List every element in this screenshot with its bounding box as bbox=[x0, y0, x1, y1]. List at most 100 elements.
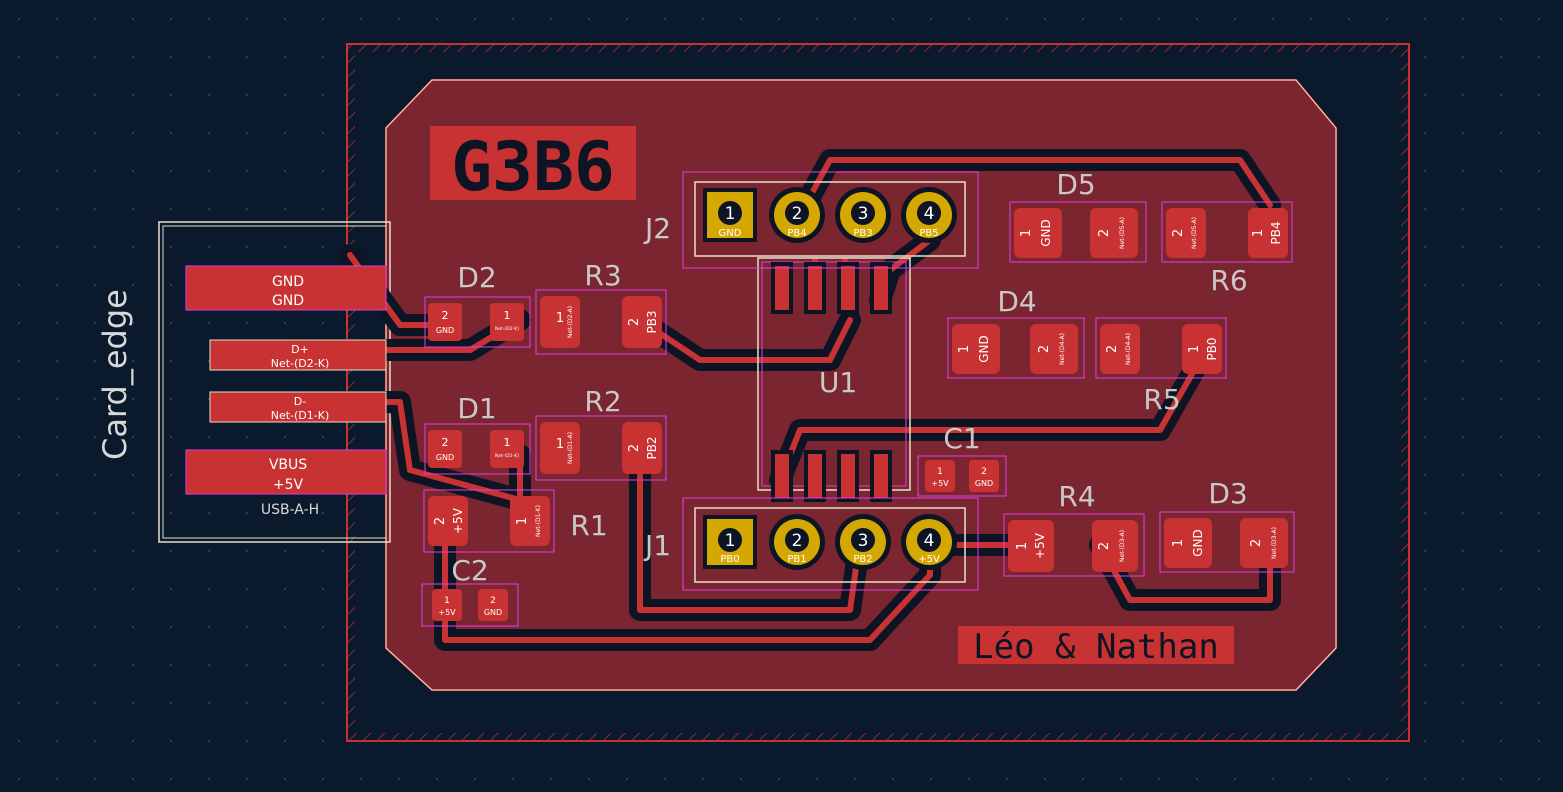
svg-text:+5V: +5V bbox=[451, 507, 465, 534]
fp-r4[interactable]: 1 +5V 2 Net-(D3-A) bbox=[1003, 513, 1145, 577]
svg-text:1: 1 bbox=[1015, 542, 1030, 550]
svg-text:+5V: +5V bbox=[1033, 532, 1047, 559]
svg-text:1: 1 bbox=[1171, 539, 1186, 547]
svg-text:Net-(D2-K): Net-(D2-K) bbox=[495, 326, 519, 332]
usb-pads: GND GND D+ Net-(D2-K) D- Net-(D1-K) VBUS… bbox=[185, 265, 387, 495]
svg-text:+5V: +5V bbox=[918, 554, 940, 565]
svg-text:PB5: PB5 bbox=[919, 228, 938, 239]
fp-d2[interactable]: 2 GND 1 Net-(D2-K) bbox=[424, 296, 531, 348]
svg-text:1: 1 bbox=[725, 531, 736, 551]
svg-text:1: 1 bbox=[1187, 345, 1202, 353]
board-title: G3B6 bbox=[451, 128, 615, 207]
fp-d4[interactable]: 1 GND 2 Net-(D4-A) bbox=[947, 317, 1085, 379]
svg-text:2: 2 bbox=[981, 467, 987, 477]
svg-text:GND: GND bbox=[436, 326, 454, 335]
svg-text:Net-(D5-A): Net-(D5-A) bbox=[1191, 217, 1198, 249]
svg-text:PB2: PB2 bbox=[853, 554, 872, 565]
svg-text:GND: GND bbox=[436, 453, 454, 462]
svg-text:Net-(D1-K): Net-(D1-K) bbox=[535, 505, 542, 537]
fp-c1[interactable]: 1 +5V 2 GND bbox=[917, 455, 1007, 497]
svg-text:2: 2 bbox=[1097, 229, 1112, 237]
r5-ref: R5 bbox=[1143, 383, 1180, 416]
d2-ref: D2 bbox=[457, 261, 496, 294]
svg-text:GND: GND bbox=[484, 608, 502, 617]
svg-text:PB3: PB3 bbox=[853, 228, 872, 239]
fp-r5[interactable]: 2 Net-(D4-A) 1 PB0 bbox=[1095, 317, 1227, 379]
u1-pads[interactable] bbox=[771, 262, 892, 502]
svg-text:3: 3 bbox=[858, 531, 869, 551]
usb-pad-dminus[interactable] bbox=[209, 391, 387, 423]
svg-text:1: 1 bbox=[937, 467, 943, 477]
usb-pad-gnd[interactable] bbox=[185, 265, 387, 311]
svg-text:2: 2 bbox=[1105, 345, 1120, 353]
svg-text:2: 2 bbox=[792, 204, 803, 224]
svg-text:1: 1 bbox=[504, 436, 511, 449]
usb-pad-dplus-name: D+ bbox=[291, 343, 309, 356]
d3-ref: D3 bbox=[1208, 477, 1247, 510]
svg-text:GND: GND bbox=[1039, 219, 1053, 247]
d4-ref: D4 bbox=[997, 285, 1036, 318]
usb-pad-dminus-name: D- bbox=[294, 395, 306, 408]
fp-r1[interactable]: 2 +5V 1 Net-(D1-K) bbox=[423, 489, 555, 553]
j1-pins[interactable]: 1 PB0 2 PB1 3 PB2 4 +5V bbox=[703, 514, 957, 570]
svg-text:GND: GND bbox=[719, 228, 742, 239]
u1-courtyard bbox=[761, 261, 907, 487]
svg-text:2: 2 bbox=[1249, 539, 1264, 547]
svg-text:2: 2 bbox=[442, 436, 449, 449]
svg-text:PB4: PB4 bbox=[787, 228, 806, 239]
usb-pad-dplus[interactable] bbox=[209, 339, 387, 371]
svg-text:GND: GND bbox=[975, 479, 993, 488]
authors-label: Léo & Nathan bbox=[973, 627, 1219, 667]
fp-c2[interactable]: 1 +5V 2 GND bbox=[421, 583, 519, 627]
card-edge-label: Card_edge bbox=[96, 289, 134, 460]
j1-ref: J1 bbox=[643, 529, 671, 562]
fp-d5[interactable]: 1 GND 2 Net-(D5-A) bbox=[1009, 201, 1147, 263]
usb-footprint-label: USB-A-H bbox=[261, 502, 319, 518]
j2-pins[interactable]: 1 GND 2 PB4 3 PB3 4 PB5 bbox=[703, 187, 957, 243]
u1-outline bbox=[757, 257, 911, 491]
usb-pad-gnd-name: GND bbox=[272, 274, 304, 290]
svg-text:2: 2 bbox=[627, 318, 642, 326]
svg-text:+5V: +5V bbox=[931, 479, 949, 488]
r1-ref: R1 bbox=[570, 509, 607, 542]
svg-text:PB2: PB2 bbox=[645, 436, 659, 459]
svg-text:Net-(D3-A): Net-(D3-A) bbox=[1119, 530, 1126, 562]
svg-text:2: 2 bbox=[442, 309, 449, 322]
svg-text:GND: GND bbox=[1191, 529, 1205, 557]
svg-text:PB0: PB0 bbox=[720, 554, 739, 565]
r3-ref: R3 bbox=[584, 259, 621, 292]
svg-text:1: 1 bbox=[1019, 229, 1034, 237]
c1-ref: C1 bbox=[943, 422, 980, 455]
title-bg bbox=[430, 126, 636, 200]
j2-silk bbox=[694, 181, 966, 257]
svg-text:Net-(D4-A): Net-(D4-A) bbox=[1125, 333, 1132, 365]
card-edge-outline-inner bbox=[162, 225, 387, 539]
svg-text:1: 1 bbox=[1251, 229, 1266, 237]
d5-ref: D5 bbox=[1056, 168, 1095, 201]
svg-text:1: 1 bbox=[504, 309, 511, 322]
svg-text:+5V: +5V bbox=[438, 608, 456, 617]
card-edge-outline bbox=[158, 221, 391, 543]
svg-text:1: 1 bbox=[725, 204, 736, 224]
fp-d1[interactable]: 2 GND 1 Net-(D1-K) bbox=[424, 423, 531, 475]
svg-text:PB3: PB3 bbox=[645, 310, 659, 333]
usb-pad-vbus-name: VBUS bbox=[269, 457, 307, 473]
fp-r2[interactable]: 1 Net-(D1-A) 2 PB2 bbox=[535, 415, 667, 481]
usb-pad-dminus-net: Net-(D1-K) bbox=[271, 409, 330, 422]
r4-ref: R4 bbox=[1058, 480, 1095, 513]
fp-r6[interactable]: 2 Net-(D5-A) 1 PB4 bbox=[1161, 201, 1293, 263]
j1-silk bbox=[694, 507, 966, 583]
fp-d3[interactable]: 1 GND 2 Net-(D3-A) bbox=[1159, 511, 1295, 573]
svg-text:Net-(D5-A): Net-(D5-A) bbox=[1119, 217, 1126, 249]
svg-text:2: 2 bbox=[1097, 542, 1112, 550]
svg-text:Net-(D1-K): Net-(D1-K) bbox=[495, 453, 519, 459]
svg-text:1: 1 bbox=[556, 437, 564, 452]
svg-text:2: 2 bbox=[792, 531, 803, 551]
fp-r3[interactable]: 1 Net-(D2-A) 2 PB3 bbox=[535, 289, 667, 355]
r2-ref: R2 bbox=[584, 385, 621, 418]
r6-ref: R6 bbox=[1210, 264, 1247, 297]
d1-ref: D1 bbox=[457, 392, 496, 425]
j2-courtyard bbox=[682, 171, 979, 269]
usb-pad-vbus[interactable] bbox=[185, 449, 387, 495]
